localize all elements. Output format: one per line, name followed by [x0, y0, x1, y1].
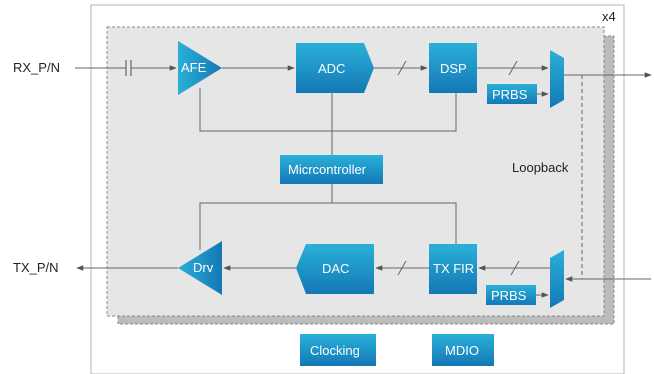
tx-fir-label: TX FIR	[433, 261, 474, 276]
dsp-label: DSP	[440, 61, 467, 76]
bus-slash-txfir-dac	[397, 260, 407, 276]
afe-block	[178, 41, 222, 95]
prbs-rx-block	[487, 84, 537, 104]
afe-label: AFE	[181, 60, 207, 75]
prbs-tx-label: PRBS	[491, 288, 527, 303]
clocking-label: Clocking	[310, 343, 360, 358]
adc-block	[296, 43, 374, 93]
clocking-block	[300, 334, 376, 366]
microcontroller-block	[280, 155, 383, 184]
loopback-label: Loopback	[512, 160, 569, 175]
bus-slash-adc-dsp	[397, 60, 407, 76]
microcontroller-label: Micrcontroller	[288, 162, 367, 177]
mdio-block	[432, 334, 494, 366]
lane-count-label: x4	[602, 9, 616, 24]
tx-mux	[550, 250, 564, 308]
dac-label: DAC	[322, 261, 349, 276]
dac-block	[296, 244, 374, 294]
rx-control-bus	[199, 88, 457, 132]
tx-fir-block	[429, 244, 477, 294]
dsp-block	[429, 43, 477, 93]
chip-boundary	[90, 4, 625, 374]
adc-label: ADC	[318, 61, 345, 76]
prbs-tx-block	[486, 285, 536, 305]
drv-label: Drv	[193, 260, 214, 275]
prbs-rx-label: PRBS	[492, 87, 528, 102]
tx-port-label: TX_P/N	[13, 260, 59, 275]
rx-mux	[550, 50, 564, 108]
drv-block	[178, 241, 222, 295]
rx-port-label: RX_P/N	[13, 60, 60, 75]
bus-slash-mux-txfir	[510, 260, 520, 276]
bus-slash-dsp-mux	[508, 60, 518, 76]
tx-control-bus	[199, 202, 457, 250]
mdio-label: MDIO	[445, 343, 479, 358]
